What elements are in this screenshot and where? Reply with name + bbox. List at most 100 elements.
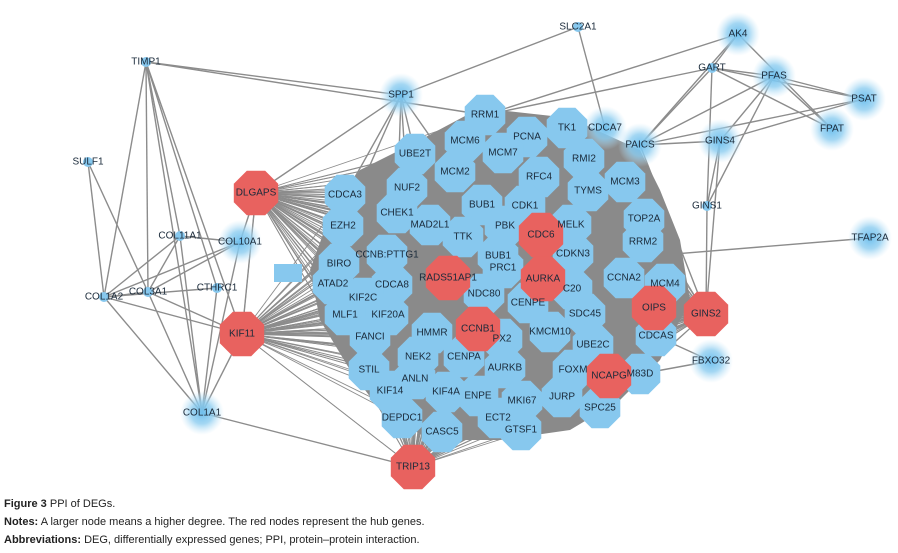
edge xyxy=(145,61,486,116)
gene-node xyxy=(564,293,606,335)
gene-label: OIPS xyxy=(642,303,666,314)
edge xyxy=(103,235,181,298)
gene-label: MELK xyxy=(557,220,585,231)
gene-label: RRM2 xyxy=(629,237,658,248)
gene-node xyxy=(603,257,645,299)
gene-label: MLF1 xyxy=(332,310,358,321)
gene-label: ANLN xyxy=(402,374,429,385)
gene-label: COL11A1 xyxy=(158,231,202,242)
gene-label: CDC6 xyxy=(527,230,555,241)
gene-label: GINS1 xyxy=(692,201,722,212)
gene-label: CDCA8 xyxy=(375,280,409,291)
gene-node xyxy=(604,161,646,203)
gene-label: GINS4 xyxy=(705,136,735,147)
figure-notes: Notes: A larger node means a higher degr… xyxy=(4,516,425,528)
gene-node xyxy=(83,157,93,167)
gene-label: NEK2 xyxy=(405,352,432,363)
edge xyxy=(103,296,203,414)
gene-label: UBE2T xyxy=(399,149,431,160)
gene-node xyxy=(482,132,524,174)
gene-label: TFAP2A xyxy=(851,233,889,244)
gene-node-hub xyxy=(455,306,501,352)
square-node xyxy=(274,264,302,282)
gene-label: NUF2 xyxy=(394,183,421,194)
edge xyxy=(87,161,105,298)
gene-node xyxy=(563,138,605,180)
gene-label: FANCI xyxy=(355,332,384,343)
gene-label: BUB1 xyxy=(469,200,496,211)
gene-label: MAD2L1 xyxy=(411,220,450,231)
gene-node xyxy=(842,77,886,121)
edge xyxy=(147,291,203,414)
gene-label: CHEK1 xyxy=(380,208,414,219)
gene-node-hub xyxy=(425,255,471,301)
gene-label: AURKB xyxy=(488,363,523,374)
edge xyxy=(87,161,149,293)
figure-title: Figure 3 PPI of DEGs. xyxy=(4,498,116,510)
nodes xyxy=(83,12,892,490)
gene-label: PSAT xyxy=(851,94,876,105)
gene-label: GINS2 xyxy=(691,309,721,320)
gene-label: C20 xyxy=(563,284,582,295)
ppi-network: SLC2A1AK4GARTPFASPSATFPATGINS4PAICSCDCA7… xyxy=(72,12,892,490)
gene-label: PBK xyxy=(495,221,515,232)
gene-node xyxy=(324,174,366,216)
gene-label: CDKN3 xyxy=(556,249,590,260)
gene-label: PX2 xyxy=(493,334,512,345)
gene-label: NDC80 xyxy=(468,289,501,300)
gene-node-hub xyxy=(219,311,265,357)
gene-label: TTK xyxy=(454,232,473,243)
gene-label: RFC4 xyxy=(526,172,553,183)
gene-label: GART xyxy=(698,63,726,74)
edge xyxy=(145,61,218,289)
gene-node xyxy=(394,133,436,175)
gene-node-hub xyxy=(520,256,566,302)
figure-abbreviations: Abbreviations: DEG, differentially expre… xyxy=(4,534,420,546)
gene-label: CENPE xyxy=(511,298,546,309)
gene-node xyxy=(810,107,854,151)
gene-label: RRM1 xyxy=(471,110,500,121)
gene-label: GTSF1 xyxy=(505,425,538,436)
gene-label: MCM2 xyxy=(440,167,470,178)
gene-node xyxy=(409,204,451,246)
gene-label: MCM7 xyxy=(488,148,518,159)
gene-label: FBXO32 xyxy=(692,356,731,367)
gene-node xyxy=(444,120,486,162)
gene-label: AK4 xyxy=(729,29,748,40)
gene-node-hub xyxy=(233,170,279,216)
edge xyxy=(705,140,721,315)
gene-label: SULF1 xyxy=(72,157,104,168)
gene-node xyxy=(848,216,892,260)
edge xyxy=(179,235,203,414)
edge xyxy=(145,61,181,237)
gene-label: CCNB:PTTG1 xyxy=(355,250,419,261)
gene-label: NCAPG xyxy=(591,371,627,382)
gene-label: KIF4A xyxy=(432,387,460,398)
edge xyxy=(103,287,218,298)
gene-label: FPAT xyxy=(820,124,844,135)
gene-node xyxy=(379,73,423,117)
gene-node xyxy=(484,347,526,389)
gene-node xyxy=(463,273,505,315)
gene-label: RADS51AP1 xyxy=(419,273,477,284)
gene-label: COL1A1 xyxy=(183,408,222,419)
gene-label: MCM3 xyxy=(610,177,640,188)
gene-label: MCM6 xyxy=(450,136,480,147)
gene-label: DEPDC1 xyxy=(382,413,423,424)
gene-node xyxy=(421,411,463,453)
edge xyxy=(201,412,414,468)
edge xyxy=(103,241,241,298)
gene-node-hub xyxy=(586,353,632,399)
edge xyxy=(147,235,181,293)
gene-label: CCNA2 xyxy=(607,273,641,284)
gene-label: SPC25 xyxy=(584,403,616,414)
gene-label: COL10A1 xyxy=(218,237,262,248)
edge xyxy=(241,192,257,335)
gene-label: RMI2 xyxy=(572,154,596,165)
gene-node xyxy=(583,106,627,150)
gene-node xyxy=(434,151,476,193)
gene-node xyxy=(141,57,151,67)
gene-label: KIF20A xyxy=(371,310,405,321)
gene-label: CASC5 xyxy=(425,427,459,438)
gene-label: KIF11 xyxy=(229,329,255,340)
